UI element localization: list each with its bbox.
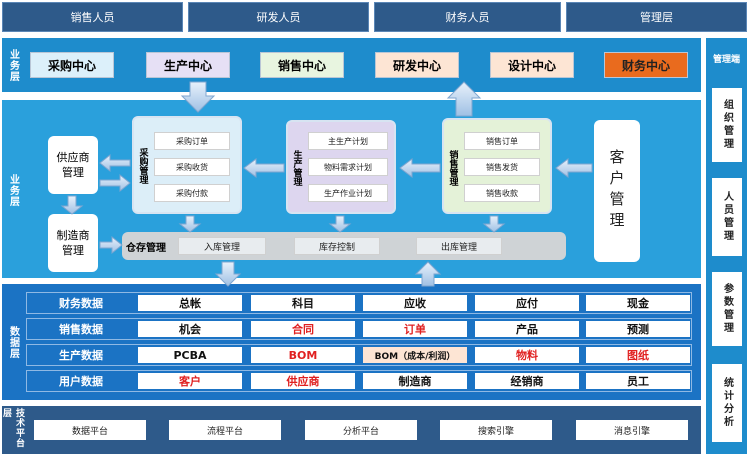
data-row: 财务数据 总帐科目应收应付现金 — [26, 292, 692, 314]
data-cell[interactable]: 总帐 — [138, 295, 242, 311]
inventory-control-item[interactable]: 库存控制 — [294, 237, 380, 255]
data-cell[interactable]: 制造商 — [363, 373, 467, 389]
analytics-platform-item[interactable]: 分析平台 — [305, 420, 417, 440]
data-row-label: 生产数据 — [59, 349, 103, 362]
data-row-label: 销售数据 — [59, 323, 103, 336]
data-cell[interactable]: 机会 — [138, 321, 242, 337]
arrow-down-production-to-inventory — [328, 215, 352, 233]
purchase-center-button[interactable]: 采购中心 — [30, 52, 114, 78]
arrow-left-production-to-purchase — [243, 158, 285, 178]
warehouse-management-title: 仓存管理 — [126, 243, 166, 254]
data-cell[interactable]: 应付 — [475, 295, 579, 311]
purchase-management-title: 采购管理 — [137, 148, 148, 184]
supplier-management-label: 供应商管理 — [56, 151, 90, 179]
data-cell[interactable]: 现金 — [586, 295, 690, 311]
data-layer-label: 数据层 — [7, 325, 19, 359]
role-rnd: 研发人员 — [188, 2, 369, 32]
business-layer: 业务层 采购中心 生产中心 销售中心 研发中心 设计中心 财务中心 — [2, 38, 701, 92]
design-center-button[interactable]: 设计中心 — [490, 52, 574, 78]
arrow-down-production-center — [180, 81, 216, 113]
customer-management-box[interactable]: 客户管理 — [594, 120, 640, 262]
data-cell[interactable]: 应收 — [363, 295, 467, 311]
workflow-platform-item[interactable]: 流程平台 — [169, 420, 281, 440]
production-operation-plan-item[interactable]: 生产作业计划 — [308, 184, 388, 202]
data-platform-item[interactable]: 数据平台 — [34, 420, 146, 440]
sales-order-item[interactable]: 销售订单 — [464, 132, 540, 150]
role-management: 管理层 — [566, 2, 747, 32]
data-cell[interactable]: 图纸 — [586, 347, 690, 363]
arrow-up-rnd-center — [446, 81, 482, 117]
data-cell[interactable]: 员工 — [586, 373, 690, 389]
purchase-receipt-item[interactable]: 采购收货 — [154, 158, 230, 176]
arrow-up-data-to-outbound — [414, 261, 442, 287]
data-cell[interactable]: 预测 — [586, 321, 690, 337]
production-management-panel: 生产管理 主生产计划 物料需求计划 生产作业计划 — [286, 120, 396, 214]
rnd-center-button[interactable]: 研发中心 — [375, 52, 459, 78]
data-row-label: 用户数据 — [59, 375, 103, 388]
arrow-right-manufacturer-to-warehouse — [99, 235, 123, 255]
service-layer-label: 业务层 — [7, 173, 19, 207]
data-cell[interactable]: BOM（成本/利润） — [363, 347, 467, 363]
master-production-plan-item[interactable]: 主生产计划 — [308, 132, 388, 150]
data-cell[interactable]: PCBA — [138, 347, 242, 363]
business-layer-label: 业务层 — [7, 48, 19, 82]
data-row-label: 财务数据 — [59, 297, 103, 310]
purchase-management-panel: 采购管理 采购订单 采购收货 采购付款 — [132, 116, 242, 214]
sales-management-panel: 销售管理 销售订单 销售发货 销售收款 — [442, 118, 552, 214]
arrow-down-sales-to-outbound — [482, 215, 506, 233]
parameter-management-item[interactable]: 参数管理 — [712, 272, 742, 346]
arrow-left-customer-to-sales — [555, 158, 593, 178]
sales-management-title: 销售管理 — [447, 150, 458, 186]
data-cell[interactable]: 订单 — [363, 321, 467, 337]
production-center-button[interactable]: 生产中心 — [146, 52, 230, 78]
production-management-title: 生产管理 — [291, 150, 302, 186]
arrow-down-warehouse-to-data — [214, 261, 242, 287]
data-cell[interactable]: BOM — [251, 347, 355, 363]
data-cell[interactable]: 科目 — [251, 295, 355, 311]
staff-management-item[interactable]: 人员管理 — [712, 178, 742, 256]
arrow-right-supplier-to-purchase — [99, 173, 131, 193]
sales-center-button[interactable]: 销售中心 — [260, 52, 344, 78]
arrow-down-supplier-to-manufacturer — [60, 195, 84, 215]
statistical-analysis-item[interactable]: 统计分析 — [712, 364, 742, 442]
tech-platform-layer: 技术平台层 数据平台 流程平台 分析平台 搜索引擎 消息引擎 — [1, 406, 701, 454]
search-engine-item[interactable]: 搜索引擎 — [440, 420, 552, 440]
manufacturer-management-box[interactable]: 制造商管理 — [48, 214, 98, 272]
warehouse-management-bar: 仓存管理 入库管理 库存控制 出库管理 — [122, 232, 566, 260]
role-sales: 销售人员 — [2, 2, 183, 32]
finance-center-button[interactable]: 财务中心 — [604, 52, 688, 78]
manufacturer-management-label: 制造商管理 — [56, 229, 90, 257]
arrow-left-purchase-to-supplier — [99, 153, 131, 173]
outbound-management-item[interactable]: 出库管理 — [416, 237, 502, 255]
sales-delivery-item[interactable]: 销售发货 — [464, 158, 540, 176]
arrow-left-sales-to-production — [399, 158, 441, 178]
tech-platform-layer-label: 技术平台层 — [1, 408, 24, 448]
data-row: 生产数据 PCBA BOM BOM（成本/利润） 物料图纸 — [26, 344, 692, 366]
data-cell[interactable]: 合同 — [251, 321, 355, 337]
data-cell[interactable]: 物料 — [475, 347, 579, 363]
management-side-title: 管理端 — [712, 55, 740, 65]
purchase-order-item[interactable]: 采购订单 — [154, 132, 230, 150]
data-row: 销售数据 机会合同订单产品预测 — [26, 318, 692, 340]
supplier-management-box[interactable]: 供应商管理 — [48, 136, 98, 194]
role-finance: 财务人员 — [374, 2, 561, 32]
data-cell[interactable]: 经销商 — [475, 373, 579, 389]
data-cell[interactable]: 供应商 — [251, 373, 355, 389]
message-engine-item[interactable]: 消息引擎 — [576, 420, 688, 440]
material-requirements-plan-item[interactable]: 物料需求计划 — [308, 158, 388, 176]
purchase-payment-item[interactable]: 采购付款 — [154, 184, 230, 202]
data-cell[interactable]: 产品 — [475, 321, 579, 337]
data-row: 用户数据 客户供应商制造商经销商员工 — [26, 370, 692, 392]
inbound-management-item[interactable]: 入库管理 — [178, 237, 266, 255]
data-cell[interactable]: 客户 — [138, 373, 242, 389]
management-side-panel: 管理端 组织管理 人员管理 参数管理 统计分析 — [706, 38, 747, 454]
data-layer: 数据层 财务数据 总帐科目应收应付现金销售数据 机会合同订单产品预测生产数据 PCBA… — [2, 284, 701, 400]
customer-management-label: 客户管理 — [607, 149, 626, 233]
arrow-down-purchase-to-inbound — [178, 215, 202, 233]
org-management-item[interactable]: 组织管理 — [712, 88, 742, 162]
sales-collection-item[interactable]: 销售收款 — [464, 184, 540, 202]
